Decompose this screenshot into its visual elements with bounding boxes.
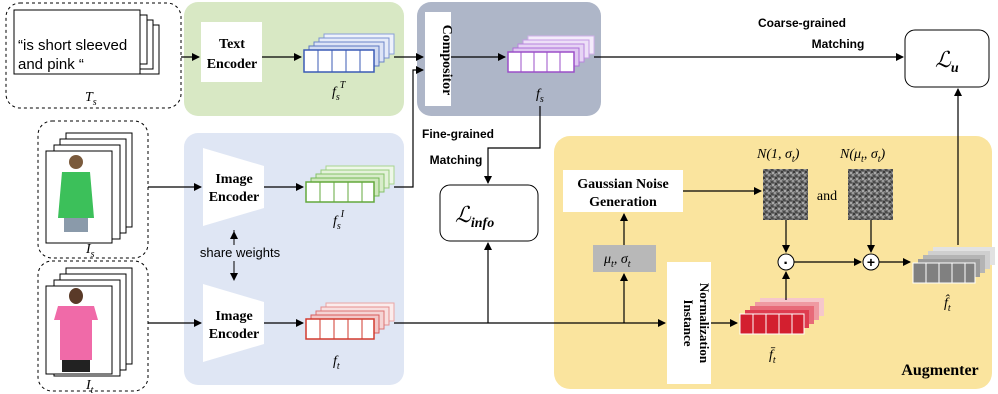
mu-sigma-box [593, 245, 656, 272]
noise-square-2 [848, 169, 893, 220]
compositor-label: Compositor [439, 25, 454, 96]
image-encoder-source-label-1: Image [215, 172, 252, 187]
label-fsI: fsI [333, 209, 345, 232]
loss-info-box [439, 184, 539, 242]
augmenter-label: Augmenter [901, 362, 978, 379]
feature-ft-bar [739, 298, 824, 335]
connectors [148, 53, 962, 327]
feature-fs [507, 35, 595, 73]
text-query-stack [5, 2, 182, 109]
text-query-line1: “is short sleeved [18, 37, 127, 54]
label-fsT: fsT [332, 80, 347, 103]
gaussian-noise-label-1: Gaussian Noise [577, 177, 668, 192]
fine-matching-1: Fine-grained [422, 127, 494, 141]
gaussian-noise-box [563, 170, 683, 212]
source-image-stack [37, 120, 149, 259]
compositor-block [425, 12, 451, 106]
loss-info-label: ℒinfo [455, 202, 494, 231]
gaussian-noise-label-2: Generation [589, 195, 657, 210]
coarse-matching-2: Matching [812, 37, 865, 51]
noise-label-2: N(μt, σt) [839, 147, 886, 165]
instance-norm-block [667, 262, 711, 384]
label-ft-hat: f̂t [944, 294, 951, 314]
image-encoder-target-label-2: Encoder [209, 327, 260, 342]
target-image-stack [37, 260, 149, 392]
text-encoder-label-2: Encoder [207, 57, 258, 72]
image-encoder-source-block [203, 148, 264, 226]
mu-sigma-label: μt, σt [603, 252, 631, 270]
text-encoder-block [201, 22, 262, 82]
add-symbol: + [867, 254, 875, 270]
feature-ft [305, 302, 395, 340]
instance-norm-label-2: Normalization [697, 283, 712, 364]
label-I-s: Is [85, 242, 95, 260]
label-ft-bar: f̄t [769, 347, 776, 366]
label-fs: fs [536, 87, 544, 105]
image-encoder-source-label-2: Encoder [209, 190, 260, 205]
instance-norm-label-1: Instance [681, 300, 696, 347]
feature-ft-hat [912, 247, 995, 284]
text-encoder-label-1: Text [219, 37, 245, 52]
image-encoder-target-block [203, 284, 264, 362]
image-encoder-target-label-1: Image [215, 309, 252, 324]
text-query-line2: and pink “ [18, 56, 84, 73]
label-I-t: It [85, 378, 94, 394]
feature-fsT [303, 33, 395, 73]
noise-square-1 [763, 169, 808, 220]
hadamard-symbol: · [783, 255, 788, 272]
label-ft: ft [333, 354, 340, 372]
loss-u-label: ℒu [935, 47, 959, 76]
and-label: and [817, 189, 837, 204]
label-T-s: Ts [85, 90, 97, 108]
coarse-matching-1: Coarse-grained [758, 16, 846, 30]
fine-matching-2: Matching [430, 153, 483, 167]
share-weights-label: share weights [200, 245, 281, 260]
feature-fsI [305, 165, 395, 203]
noise-label-1: N(1, σt) [756, 147, 800, 165]
loss-u-box [904, 29, 990, 88]
